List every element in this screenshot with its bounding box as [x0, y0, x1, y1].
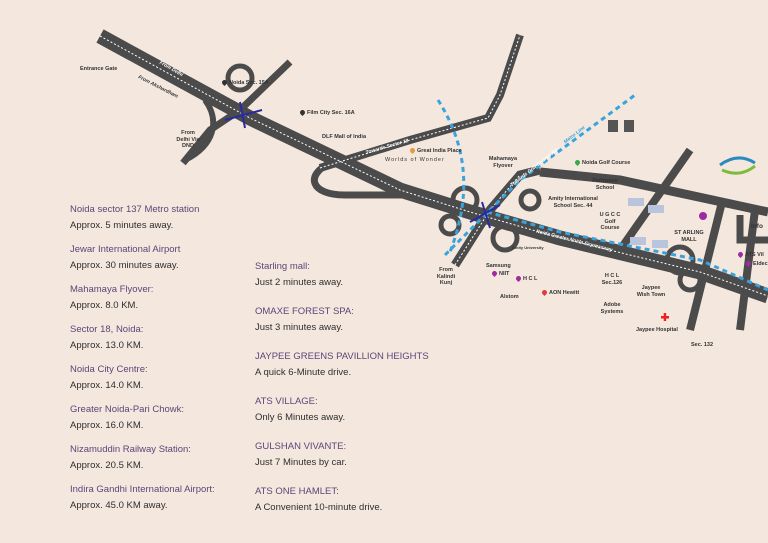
label-dlf-mall: DLF Mall of India	[322, 134, 366, 140]
label-jaypee-hospital: Jaypee Hospital	[636, 327, 678, 333]
pin-icon	[490, 270, 499, 278]
label-hcl-126: H C L Sec.126	[601, 273, 623, 286]
vertical-road-1	[686, 201, 726, 331]
pin-icon	[514, 275, 523, 283]
flyover-marks	[224, 101, 501, 229]
towards-sector-18-road	[318, 33, 524, 172]
label-jaypee-wish-town: Jaypee Wish Town	[636, 285, 666, 298]
list-item: GULSHAN VIVANTE:Just 7 Minutes by car.	[255, 441, 347, 468]
label-samsung: Samsung	[486, 263, 511, 269]
label-great-india-place: Great India Place	[408, 147, 462, 155]
diagonal-road	[616, 147, 694, 253]
interchange-loop-2	[490, 223, 520, 253]
east-loop-2	[677, 267, 703, 293]
list-item: Noida City Centre:Approx. 14.0 KM.	[70, 364, 148, 391]
starling-mall-pin-icon	[699, 212, 707, 220]
label-entrance-gate: Entrance Gate	[80, 66, 118, 72]
label-film-city: Film City Sec. 16A	[298, 109, 355, 117]
label-sec-132: Sec. 132	[691, 342, 714, 348]
list-item: ATS VILLAGE:Only 6 Minutes away.	[255, 396, 346, 423]
label-alstom: Alstom	[500, 294, 519, 300]
list-item: Mahamaya Flyover:Approx. 8.0 KM.	[70, 284, 154, 311]
vertical-road-2	[736, 209, 759, 331]
list-item: ATS ONE HAMLET:A Convenient 10-minute dr…	[255, 486, 383, 513]
label-pathways-school: Pathways School	[592, 178, 618, 191]
list-item: OMAXE FOREST SPA:Just 3 minutes away.	[255, 306, 354, 333]
label-worlds-of-wonder: Worlds of Wonder	[385, 157, 445, 163]
list-item: Indira Gandhi International Airport:Appr…	[70, 484, 215, 511]
label-adobe: Adobe Systems	[600, 302, 624, 315]
label-noida-golf-course: Noida Golf Course	[573, 159, 630, 167]
cloverleaf	[225, 63, 255, 93]
label-from-kalindi-kunj: From Kalindi Kunj	[436, 267, 456, 287]
label-mahamaya-flyover: Mahamaya Flyover	[488, 156, 518, 169]
sector18-loop	[310, 159, 420, 199]
right-distance-list: Starling mall:Just 2 minutes away. OMAXE…	[255, 259, 429, 529]
pin-icon	[220, 79, 229, 87]
label-amity-university: Amity University	[512, 245, 544, 250]
label-eldeco: Eldec	[744, 260, 768, 268]
stub-road	[736, 215, 768, 244]
list-item: Starling mall:Just 2 minutes away.	[255, 261, 344, 288]
label-aon-hewitt: AON Hewitt	[540, 289, 579, 297]
pin-icon	[744, 260, 753, 268]
label-amity-school: Amity International School Sec. 44	[548, 196, 598, 209]
list-item: Sector 18, Noida:Approx. 13.0 KM.	[70, 324, 144, 351]
label-noida-sec-15a: Noida Sec. 15A	[220, 79, 269, 87]
label-niit: NIIT	[490, 270, 509, 278]
list-item: Nizamuddin Railway Station:Approx. 20.5 …	[70, 444, 191, 471]
building-icons	[608, 120, 634, 132]
solar-blocks	[628, 198, 668, 248]
pin-icon	[540, 289, 549, 297]
pin-icon	[408, 147, 417, 155]
hospital-cross-icon	[661, 313, 669, 321]
label-from-delhi-dnd: From Delhi Via DND	[176, 130, 200, 150]
label-info: Info	[751, 223, 763, 230]
dnd-curve	[183, 98, 217, 163]
logo-icon	[719, 156, 756, 175]
pin-icon	[298, 109, 307, 117]
pin-icon	[736, 251, 745, 259]
label-ats-village: ATS Vil	[736, 251, 764, 259]
list-item: Greater Noida-Pari Chowk:Approx. 16.0 KM…	[70, 404, 185, 431]
label-starling-mall: ST ARLING MALL	[674, 230, 704, 243]
label-ugcc: U G C C Golf Course	[599, 212, 621, 232]
label-hcl: H C L	[514, 275, 537, 283]
pin-icon	[573, 159, 582, 167]
interchange-loop-4	[518, 188, 542, 212]
metro-lines	[436, 93, 768, 292]
